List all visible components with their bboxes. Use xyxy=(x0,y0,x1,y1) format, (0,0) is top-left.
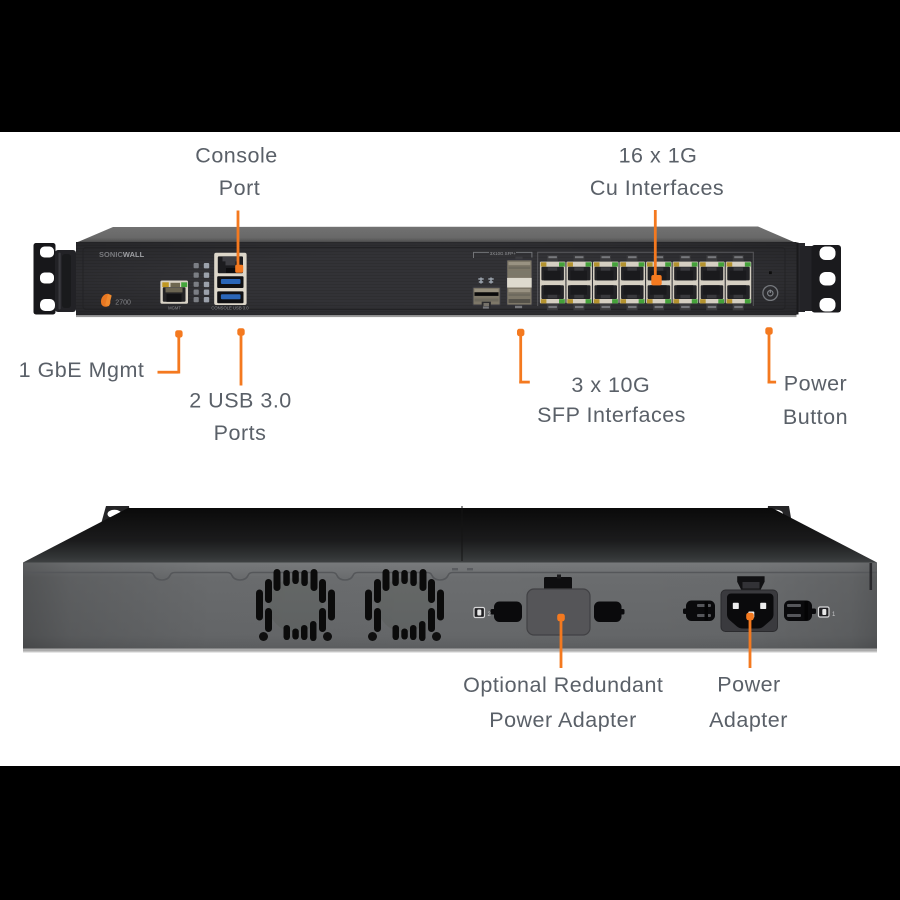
svg-text:2: 2 xyxy=(488,612,492,618)
svg-text:Ports: Ports xyxy=(214,421,267,445)
svg-text:2 USB 3.0: 2 USB 3.0 xyxy=(189,388,292,412)
svg-text:Power: Power xyxy=(717,673,780,697)
svg-text:3X10G SFP+: 3X10G SFP+ xyxy=(490,251,516,256)
svg-text:Optional Redundant: Optional Redundant xyxy=(463,673,663,697)
svg-text:Port: Port xyxy=(219,176,260,200)
svg-text:1 GbE Mgmt: 1 GbE Mgmt xyxy=(19,358,145,382)
svg-text:Adapter: Adapter xyxy=(709,708,788,732)
svg-text:Cu Interfaces: Cu Interfaces xyxy=(590,176,724,200)
svg-text:SFP Interfaces: SFP Interfaces xyxy=(537,403,686,427)
svg-text:3 x 10G: 3 x 10G xyxy=(571,373,650,397)
svg-text:Button: Button xyxy=(783,405,848,429)
svg-text:1: 1 xyxy=(832,612,836,618)
svg-text:MGMT: MGMT xyxy=(168,306,181,311)
svg-text:Console: Console xyxy=(195,144,277,168)
svg-text:2700: 2700 xyxy=(115,300,131,307)
svg-text:CONSOLE USB 3.0: CONSOLE USB 3.0 xyxy=(211,305,249,310)
svg-text:16 x 1G: 16 x 1G xyxy=(619,144,698,168)
svg-text:Power Adapter: Power Adapter xyxy=(489,708,637,732)
svg-text:SONICWALL: SONICWALL xyxy=(99,250,145,259)
svg-text:Power: Power xyxy=(784,371,847,395)
